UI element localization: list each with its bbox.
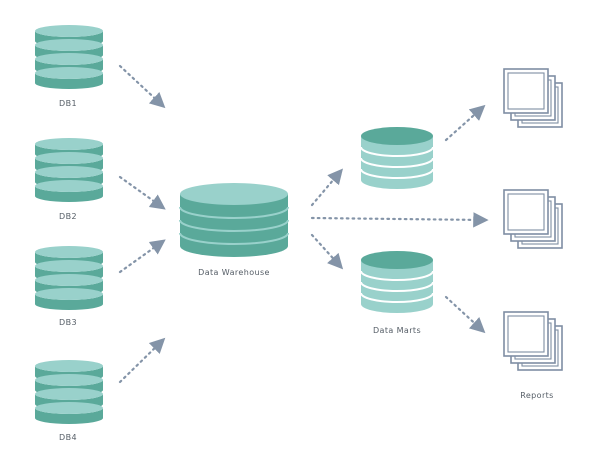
report-stack-icon-3 <box>503 311 563 371</box>
arrow-warehouse-to-mart-2 <box>310 233 344 270</box>
arrow-db1-to-warehouse <box>118 64 166 109</box>
arrow-warehouse-to-reports-2 <box>310 212 489 228</box>
data-marts-label: Data Marts <box>372 326 422 335</box>
reports-group <box>503 68 563 371</box>
data-mart-database-icon-1 <box>360 127 434 189</box>
report-stack-icon-2 <box>503 189 563 249</box>
arrow-mart-2-to-reports-3 <box>444 295 486 334</box>
source-database-icon-db2 <box>35 138 103 202</box>
db2-label: DB2 <box>59 212 77 221</box>
db4-label: DB4 <box>59 433 77 442</box>
source-database-icon-db3 <box>35 246 103 310</box>
arrow-mart-1-to-reports-1 <box>444 104 486 142</box>
arrow-db4-to-warehouse <box>118 337 166 384</box>
report-stack-icon-1 <box>503 68 563 128</box>
source-database-icon-db1 <box>35 25 103 89</box>
arrow-db2-to-warehouse <box>118 175 166 210</box>
source-databases <box>35 25 103 424</box>
warehouse-database <box>179 183 289 257</box>
db1-label: DB1 <box>59 99 77 108</box>
arrow-db3-to-warehouse <box>118 239 166 274</box>
warehouse-label: Data Warehouse <box>198 268 270 277</box>
data-mart-database-icon-2 <box>360 251 434 313</box>
reports-label: Reports <box>520 391 554 400</box>
source-database-icon-db4 <box>35 360 103 424</box>
data-marts <box>360 127 434 313</box>
warehouse-database-icon <box>179 183 289 257</box>
arrow-warehouse-to-mart-1 <box>310 168 343 207</box>
db3-label: DB3 <box>59 318 77 327</box>
flow-arrows <box>118 64 489 384</box>
